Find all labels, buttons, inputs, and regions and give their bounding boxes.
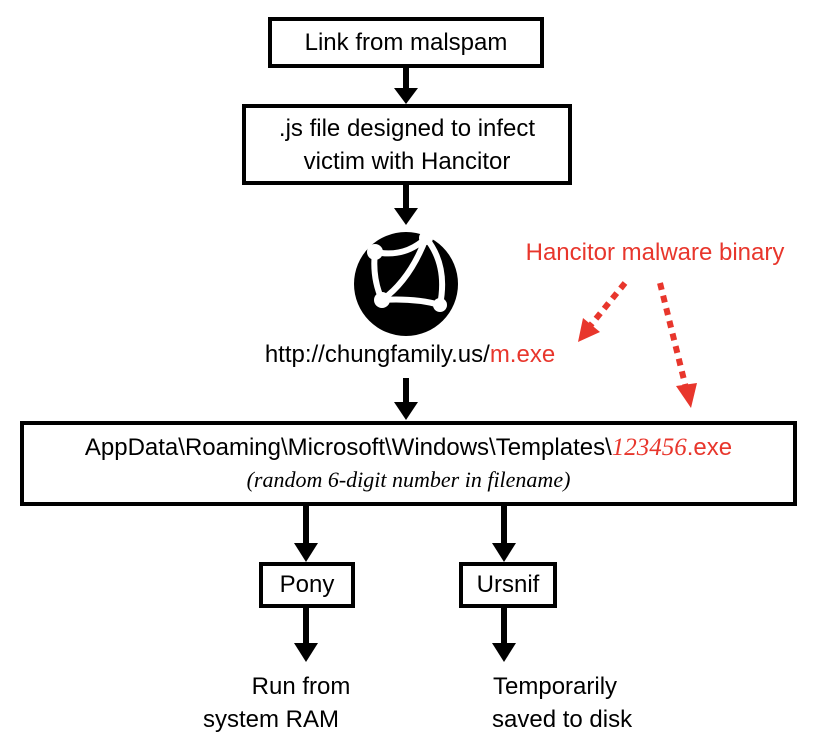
ursnif-result-line1: Temporarily <box>493 673 618 700</box>
url-prefix: http://chungfamily.us/ <box>264 341 490 368</box>
node-url: http://chungfamily.us/m.exe <box>200 340 620 370</box>
node-js-line2: victim with Hancitor <box>303 147 511 175</box>
ursnif-label: Ursnif <box>476 571 540 598</box>
globe-network-icon <box>354 231 458 336</box>
node-ursnif-result: Temporarily saved to disk <box>480 670 680 736</box>
node-link-label: Link from malspam <box>304 28 508 56</box>
arrow-path-to-ursnif <box>492 505 516 562</box>
arrow-url-to-path <box>394 378 418 420</box>
path-number: 123456 <box>611 433 687 461</box>
node-link-from-malspam: Link from malspam <box>268 17 544 68</box>
path-prefix: AppData\Roaming\Microsoft\Windows\Templa… <box>84 433 612 461</box>
arrow-link-to-js <box>394 68 418 104</box>
arrow-ursnif-to-result <box>492 608 516 662</box>
node-pony: Pony <box>259 562 355 608</box>
ursnif-result-line2: saved to disk <box>492 706 633 733</box>
url-file: m.exe <box>489 341 556 368</box>
node-js-line1: .js file designed to infect <box>278 114 536 142</box>
path-line: AppData\Roaming\Microsoft\Windows\Templa… <box>85 432 732 464</box>
pony-result-line2: system RAM <box>202 706 339 733</box>
arrow-path-to-pony <box>294 505 318 562</box>
path-ext: .exe <box>686 433 733 461</box>
node-pony-result: Run from system RAM <box>150 670 390 736</box>
annotation-arrow-to-path <box>657 282 697 408</box>
annotation-arrow-to-url <box>578 281 628 342</box>
arrow-js-to-globe <box>394 185 418 225</box>
arrow-pony-to-result <box>294 608 318 662</box>
path-note: (random 6-digit number in filename) <box>246 466 571 492</box>
node-ursnif: Ursnif <box>459 562 557 608</box>
pony-label: Pony <box>279 571 335 598</box>
annotation-label: Hancitor malware binary <box>525 239 785 266</box>
pony-result-line1: Run from <box>251 673 351 700</box>
node-js-file: .js file designed to infect victim with … <box>242 104 572 185</box>
node-appdata-path: AppData\Roaming\Microsoft\Windows\Templa… <box>20 421 797 506</box>
